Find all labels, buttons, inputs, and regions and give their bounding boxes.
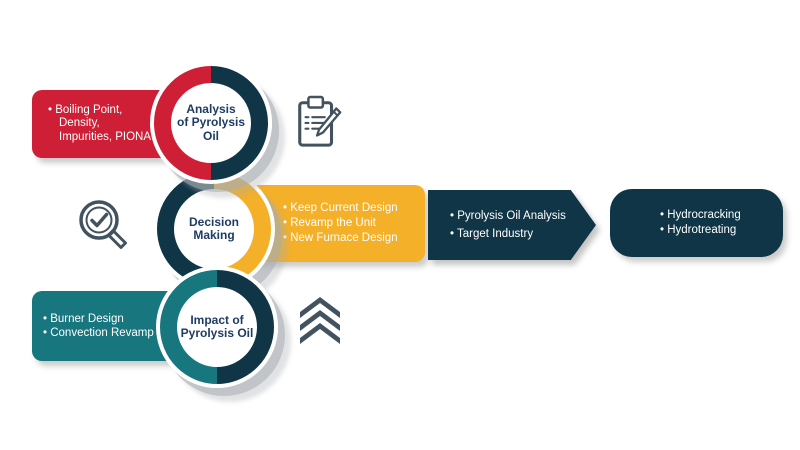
banner-line: • Convection Revamp [43,327,154,339]
node-label-line: Pyrolysis Oil [180,326,254,340]
arrow-line: • Target Industry [450,228,534,240]
chain-node-label: Analysis of Pyrolysis Oil [171,83,251,163]
triple-chevron-up-icon [300,297,340,350]
process-arrow: • Pyrolysis Oil Analysis • Target Indust… [428,190,596,260]
node-label-line: Decision [188,214,239,229]
chain-node-label: Decision Making [174,189,254,269]
decision-options-banner: • Keep Current Design • Revamp the Unit … [248,185,425,262]
node-label-line: Oil [202,128,219,143]
outcome-line: • Hydrocracking [660,209,741,221]
node-label-line: Analysis [186,101,236,116]
banner-line: • Burner Design [43,313,124,325]
node-label-line: Making [193,228,235,242]
outcome-line: • Hydrotreating [660,224,737,236]
banner-line: Impurities, PIONA [59,130,152,143]
banner-line: • Keep Current Design [283,202,398,214]
chain-node-impact: Impact of Pyrolysis Oil [156,266,278,388]
banner-line: • Boiling Point, [48,103,123,116]
clipboard-checklist-icon [293,92,345,157]
magnifier-check-icon [72,197,136,264]
banner-line: Density, [59,117,100,130]
process-arrow-body: • Pyrolysis Oil Analysis • Target Indust… [428,190,596,260]
chain-node-label: Impact of Pyrolysis Oil [177,287,257,367]
arrow-line: • Pyrolysis Oil Analysis [450,210,566,222]
chain-node-analysis: Analysis of Pyrolysis Oil [150,62,272,184]
banner-line: • New Furnace Design [283,232,398,244]
banner-line: • Revamp the Unit [283,217,376,229]
outcome-box: • Hydrocracking • Hydrotreating [610,189,783,257]
node-label-line: Impact of [190,312,244,327]
node-label-line: of Pyrolysis [176,115,246,130]
